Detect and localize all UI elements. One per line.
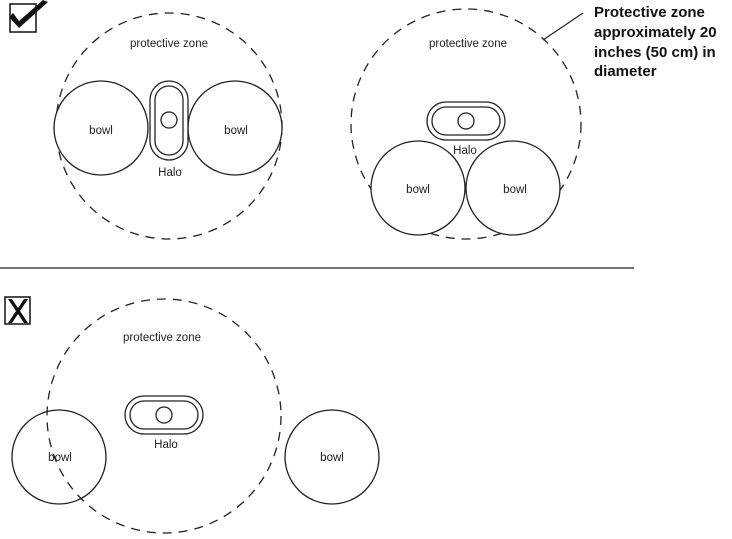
incorrect-section: protective zone bowl Halo bowl [4,296,380,534]
bowl-left [370,140,466,236]
correct-example-a: protective zone bowl bowl Halo [53,12,283,240]
callout-line-2: approximately 20 [594,24,717,41]
halo-label: Halo [158,167,182,179]
bowl-left-label: bowl [406,184,430,196]
checkmark-icon [9,0,48,33]
halo-device [149,80,189,161]
bowl-right-label: bowl [224,125,248,137]
protective-zone-label: protective zone [123,332,201,344]
bowl-left [11,409,107,505]
callout-leader-line [542,12,584,41]
protective-zone [350,8,582,240]
halo-device [124,395,204,435]
incorrect-example: protective zone bowl Halo bowl [11,298,380,534]
callout-line-4: diameter [594,63,657,80]
bowl-right-label: bowl [503,184,527,196]
bowl-left-label: bowl [89,125,113,137]
halo-device [426,101,506,141]
halo-label: Halo [154,439,178,451]
zone-size-callout: Protective zone approximately 20 inches … [542,4,717,80]
halo-label: Halo [453,145,477,157]
bowl-right [465,140,561,236]
bowl-right-label: bowl [320,452,344,464]
protective-zone-label: protective zone [429,38,507,50]
callout-line-3: inches (50 cm) in [594,44,716,61]
correct-example-b: protective zone Halo bowl bowl [350,8,582,240]
bowl-left [53,80,149,176]
protective-zone [46,298,282,534]
callout-line-1: Protective zone [594,4,705,21]
bowl-right [284,409,380,505]
bowl-left-label: bowl [48,452,72,464]
x-mark-icon [4,296,31,325]
protective-zone-label: protective zone [130,38,208,50]
correct-section: protective zone bowl bowl Halo protectiv… [9,0,717,240]
